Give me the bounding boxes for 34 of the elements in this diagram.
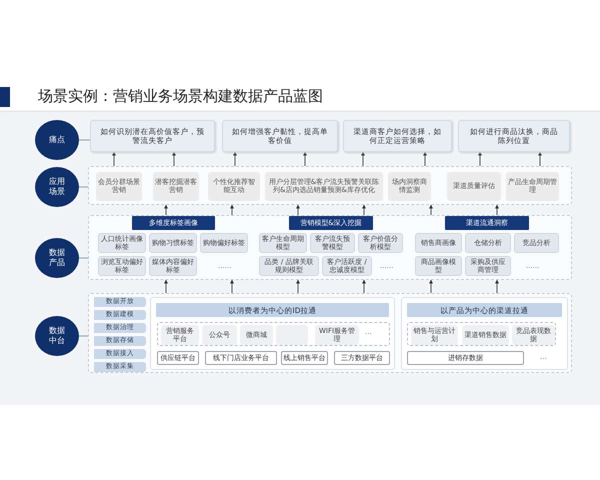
arrow [478,152,482,166]
arrow [495,280,499,294]
arrow [296,204,300,216]
dashed-group [157,322,390,346]
arrow [112,152,116,166]
dashed-band [88,166,572,205]
arrow [164,204,168,216]
connector-line [79,139,90,141]
layer-badge: 应用场景 [35,167,79,207]
arrow [303,152,307,166]
dashed-group [407,322,556,346]
arrow [233,152,237,166]
arrow [423,152,427,166]
arrow [362,204,366,216]
arrow [361,152,365,166]
source-box [276,325,308,345]
arrow [230,204,234,216]
arrow [164,280,168,294]
dashed-band [88,293,572,373]
arrow [538,152,542,166]
arrow [296,280,300,294]
layer-badge: 痛点 [35,120,79,160]
arrow [362,280,366,294]
layer-badge: 数据产品 [35,238,79,278]
arrow [495,204,499,216]
arrow [429,204,433,216]
arrow [172,152,176,166]
panel-card [401,297,568,370]
dashed-band [88,215,572,280]
arrow [230,280,234,294]
panel-card [150,297,395,370]
layer-badge: 数据中台 [35,316,79,356]
arrow [429,280,433,294]
title: 场景实例：营销业务场景构建数据产品蓝图 [38,87,323,106]
